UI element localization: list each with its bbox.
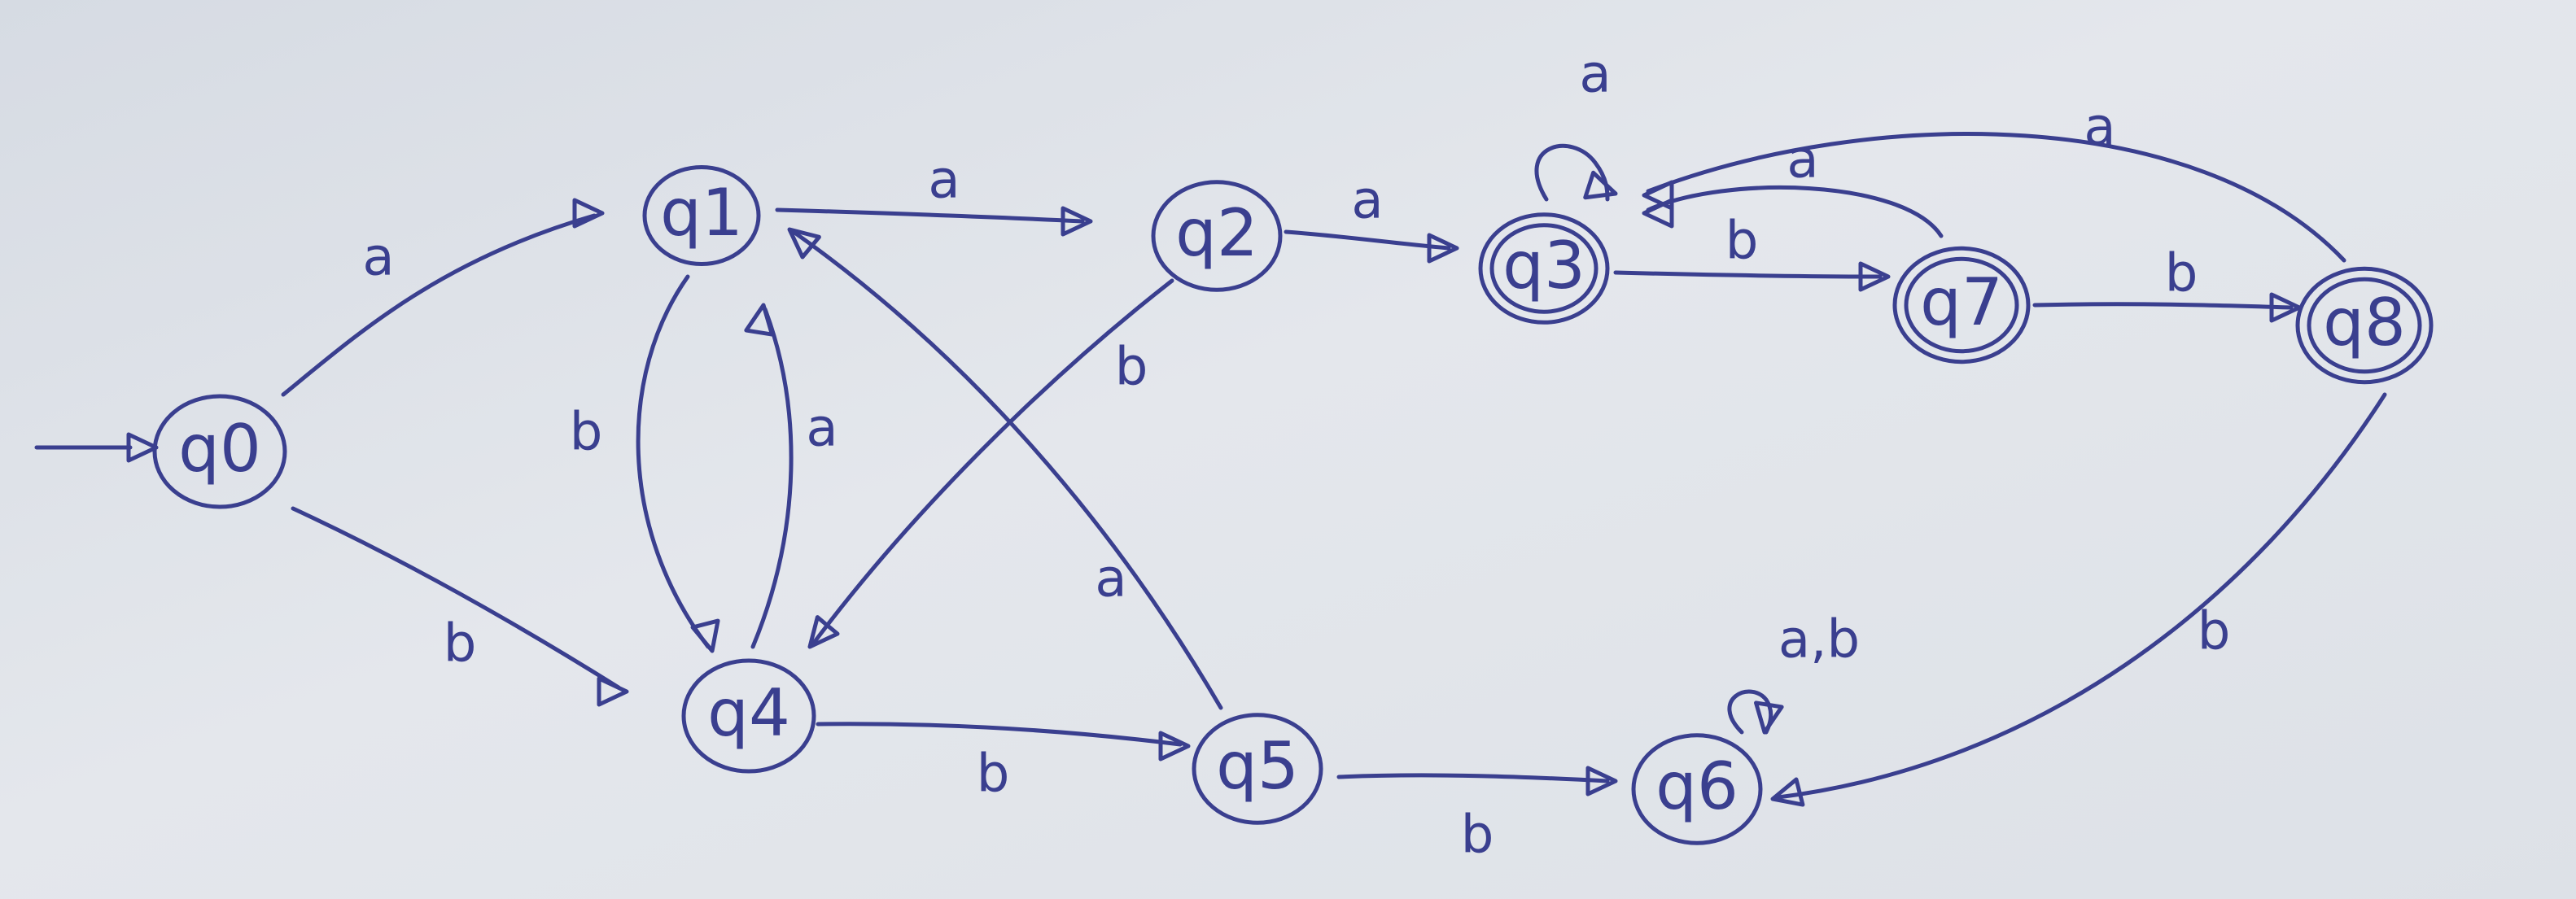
transition-q1-q2 xyxy=(775,207,1085,224)
transition-label-q0-q4: b xyxy=(444,614,477,674)
arrowhead-q0-q4 xyxy=(597,676,629,707)
transition-label-q1-q4: b xyxy=(570,403,603,463)
transition-q4-q5 xyxy=(816,722,1183,747)
transition-q7-q3 xyxy=(1646,185,1944,238)
arrowhead-q5-q1 xyxy=(787,227,821,260)
transition-label-q5-q6: b xyxy=(1461,805,1494,866)
arrowhead-q6-q6 xyxy=(1754,700,1784,735)
transition-q5-q6 xyxy=(1336,773,1610,783)
start-arrow-head xyxy=(126,432,159,463)
state-q0: q0 xyxy=(152,394,287,509)
transition-label-q7-q3: a xyxy=(1787,130,1818,190)
transition-q5-q1 xyxy=(791,229,1223,710)
arrowhead-q1-q2 xyxy=(1061,206,1093,237)
state-q4: q4 xyxy=(681,658,816,774)
state-inner-circle-q3 xyxy=(1489,223,1599,314)
transition-q4-q1 xyxy=(750,307,794,649)
state-circle-q7 xyxy=(1892,246,2031,364)
transition-label-q5-q1: a xyxy=(1095,549,1126,609)
state-q1: q1 xyxy=(642,165,761,266)
arrowhead-q4-q1 xyxy=(744,303,774,337)
transition-label-q1-q2: a xyxy=(928,151,960,211)
state-q5: q5 xyxy=(1192,713,1323,825)
state-label-q1: q1 xyxy=(660,175,743,251)
state-label-q4: q4 xyxy=(707,675,790,751)
state-label-q0: q0 xyxy=(178,411,261,487)
state-inner-circle-q7 xyxy=(1904,256,2019,354)
state-circle-q4 xyxy=(681,658,816,774)
state-q3: q3 xyxy=(1478,212,1610,325)
arrowhead-q7-q8 xyxy=(2269,292,2302,323)
transition-q0-q1 xyxy=(281,213,597,397)
transition-label-q0-q1: a xyxy=(362,228,394,288)
state-q6: q6 xyxy=(1631,733,1763,845)
arrowhead-q7-q3 xyxy=(1642,198,1674,229)
transition-q2-q4 xyxy=(811,278,1174,645)
transition-q0-q4 xyxy=(291,506,621,690)
arrowhead-q0-q1 xyxy=(572,198,605,229)
transition-label-q3-q3: a xyxy=(1579,45,1611,105)
arrowhead-q5-q6 xyxy=(1585,766,1618,796)
arrowhead-q8-q6 xyxy=(1770,777,1805,807)
state-q2: q2 xyxy=(1151,180,1283,292)
transition-label-q7-q8: b xyxy=(2165,244,2198,304)
transition-label-q3-q7: b xyxy=(1725,212,1759,272)
transition-q3-q7 xyxy=(1613,270,1883,279)
state-label-q6: q6 xyxy=(1655,748,1738,824)
transition-q8-q6 xyxy=(1776,392,2387,800)
transition-label-q2-q3: a xyxy=(1351,171,1383,231)
transition-q7-q8 xyxy=(2032,302,2294,310)
arrowhead-q2-q3 xyxy=(1427,233,1459,264)
transition-label-q8-q3: a xyxy=(2084,98,2115,158)
arrowhead-q4-q5 xyxy=(1158,731,1191,762)
transition-label-q8-q6: b xyxy=(2198,602,2231,662)
transition-q1-q4 xyxy=(636,274,711,649)
state-circle-q0 xyxy=(152,394,287,509)
transition-label-q6-q6: a,b xyxy=(1778,610,1860,670)
arrowhead-q1-q4 xyxy=(690,618,720,653)
state-circle-q8 xyxy=(2295,266,2434,385)
state-label-q5: q5 xyxy=(1216,728,1299,804)
state-label-q8: q8 xyxy=(2323,285,2406,360)
state-label-q3: q3 xyxy=(1502,228,1585,303)
state-circle-q3 xyxy=(1478,212,1610,325)
state-circle-q5 xyxy=(1192,713,1323,825)
state-inner-circle-q8 xyxy=(2307,277,2422,374)
transition-q3-q3 xyxy=(1534,143,1610,202)
state-circle-q2 xyxy=(1151,180,1283,292)
arrowhead-q3-q7 xyxy=(1858,261,1891,292)
transition-q8-q3 xyxy=(1646,132,2346,263)
arrowhead-q8-q3 xyxy=(1642,180,1674,211)
state-circle-q6 xyxy=(1631,733,1763,845)
state-q7: q7 xyxy=(1892,246,2031,364)
transition-label-q2-q4: b xyxy=(1115,338,1148,398)
arrowhead-q3-q3 xyxy=(1583,170,1618,200)
transition-label-q4-q1: a xyxy=(806,399,838,459)
state-label-q7: q7 xyxy=(1920,264,2003,340)
transition-label-q4-q5: b xyxy=(977,744,1010,805)
arrowhead-q2-q4 xyxy=(807,615,840,649)
state-label-q2: q2 xyxy=(1175,195,1258,271)
state-circle-q1 xyxy=(642,165,761,266)
transition-q2-q3 xyxy=(1284,229,1451,251)
state-q8: q8 xyxy=(2295,266,2434,385)
